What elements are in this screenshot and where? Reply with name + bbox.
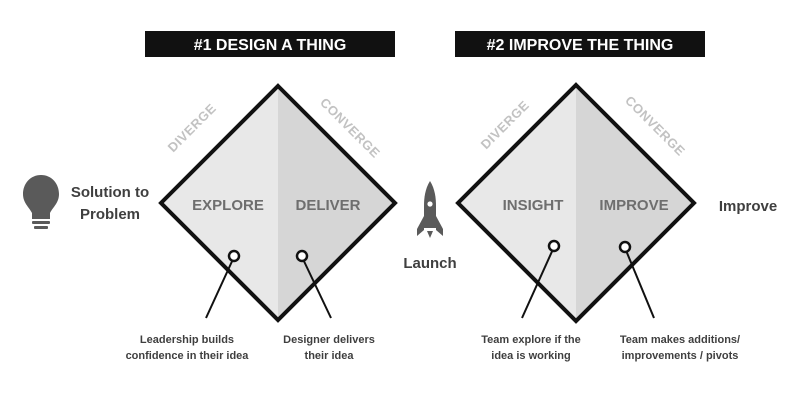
banner-design-label: #1 DESIGN A THING xyxy=(194,37,347,54)
solution-label-line1: Solution to xyxy=(71,184,149,201)
note-team-explore-line2: idea is working xyxy=(491,350,570,362)
banner-improve-bg xyxy=(455,31,705,57)
callout-team-explore xyxy=(521,239,561,319)
stage-insight: INSIGHT xyxy=(503,197,564,214)
stage-explore: EXPLORE xyxy=(192,197,264,214)
lightbulb-base-ring-1 xyxy=(32,221,50,224)
rocket-exhaust xyxy=(427,231,433,238)
rocket-right-fin xyxy=(436,216,443,236)
lightbulb-glass xyxy=(23,175,59,219)
banner-design-bg xyxy=(145,31,395,57)
launch-label: Launch xyxy=(403,255,456,272)
callout-dot xyxy=(227,249,241,263)
diamond-improve-right-half xyxy=(576,85,694,321)
diamond-design-outline xyxy=(158,83,398,323)
note-team-explore-line1: Team explore if the xyxy=(481,334,580,346)
diamond-design-left-half xyxy=(161,86,278,320)
rocket-window xyxy=(427,201,433,207)
note-team-makes-line1: Team makes additions/ xyxy=(620,334,740,346)
improve-end-label: Improve xyxy=(719,198,777,215)
stage-improve: IMPROVE xyxy=(599,197,668,214)
banner-improve-label: #2 IMPROVE THE THING xyxy=(487,37,674,54)
callout-line xyxy=(301,256,332,319)
stage-deliver: DELIVER xyxy=(295,197,360,214)
callout-team-makes xyxy=(618,240,655,319)
callout-leadership xyxy=(205,249,241,319)
callout-dot xyxy=(547,239,561,253)
lightbulb-icon xyxy=(23,175,59,229)
banner-improve-the-thing: #2 IMPROVE THE THING xyxy=(455,31,705,57)
note-designer-line1: Designer delivers xyxy=(283,334,375,346)
callout-line xyxy=(205,256,235,319)
note-leadership-line1: Leadership builds xyxy=(140,334,234,346)
note-designer-line2: their idea xyxy=(305,350,355,362)
callout-designer xyxy=(295,249,332,319)
callout-dot xyxy=(295,249,309,263)
diverge-label: DIVERGE xyxy=(165,101,219,155)
lightbulb-base-ring-2 xyxy=(34,226,48,229)
note-team-makes-line2: improvements / pivots xyxy=(622,350,739,362)
rocket-left-fin xyxy=(417,216,424,236)
diamond-design-right-half xyxy=(278,86,395,320)
callout-dot xyxy=(618,240,632,254)
solution-label-line2: Problem xyxy=(80,206,140,223)
callout-line xyxy=(624,247,655,319)
banner-design-a-thing: #1 DESIGN A THING xyxy=(145,31,395,57)
note-leadership-line2: confidence in their idea xyxy=(126,350,250,362)
diamond-design: DIVERGE CONVERGE EXPLORE DELIVER xyxy=(158,83,398,323)
rocket-icon xyxy=(417,181,443,238)
diamond-improve: DIVERGE CONVERGE INSIGHT IMPROVE xyxy=(455,82,697,324)
diamond-improve-outline xyxy=(455,82,697,324)
callout-line xyxy=(521,246,555,319)
